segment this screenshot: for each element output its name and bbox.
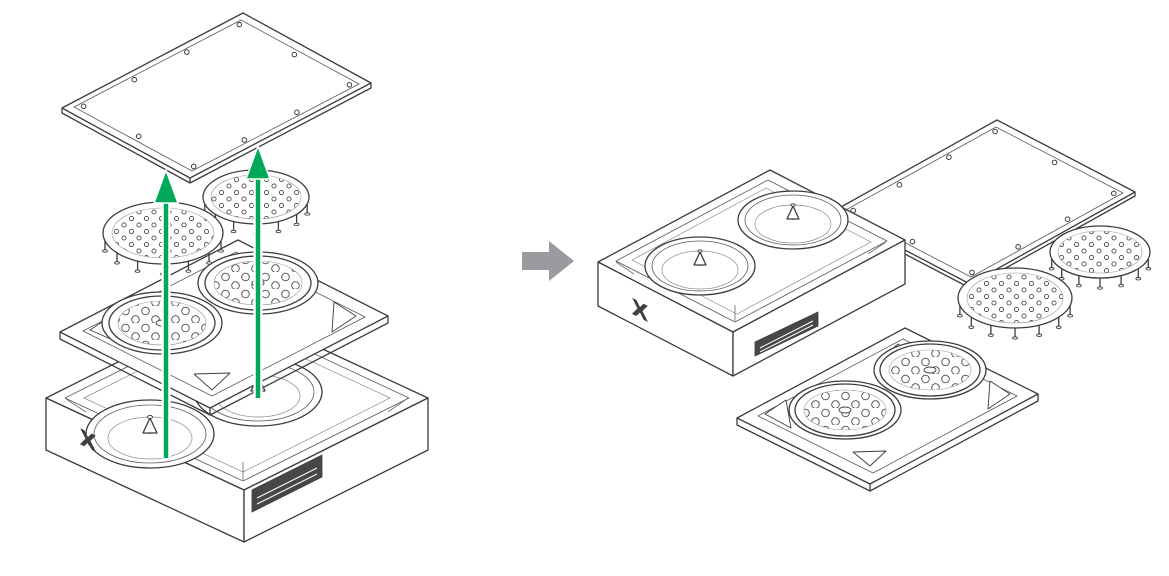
- cover-plate-inner-line: [843, 126, 1124, 278]
- basin-inner-rim-2: [631, 187, 872, 315]
- tray-inner-line: [757, 338, 1018, 474]
- assembly-arrow-front-icon: [152, 167, 180, 458]
- basin-inner-rim: [615, 179, 888, 323]
- brand-logo: X: [632, 293, 649, 328]
- cover-plate-face: [61, 12, 372, 179]
- perforated-disc-front: [957, 267, 1073, 340]
- shower-disc-rear: [873, 340, 987, 400]
- brand-logo: X: [80, 425, 97, 458]
- cover-plate-screw-holes: [80, 21, 353, 170]
- tray-edge: [59, 316, 389, 416]
- disc-tray-frame-result: [736, 327, 1039, 492]
- spindle-icon: [142, 417, 158, 434]
- base-basin-result: X: [597, 169, 906, 377]
- handle-slot: [754, 311, 819, 357]
- assembly-arrow-rear-icon: [244, 143, 272, 398]
- basin-ribs: [615, 241, 887, 321]
- spindle-icon: [786, 205, 800, 220]
- basin-well-rear: [737, 190, 849, 250]
- cover-plate-screw-holes: [850, 128, 1117, 276]
- exploded-view: X: [45, 12, 429, 543]
- shower-disc-front: [788, 380, 902, 440]
- spindle-icon: [693, 251, 707, 266]
- cover-plate-inner-line: [73, 19, 360, 172]
- basin-right-wall: [243, 397, 429, 543]
- top-cover-plate: [61, 12, 372, 184]
- basin-well-front: [644, 236, 756, 296]
- perforated-disc-rear: [1048, 225, 1152, 290]
- transition-arrow-icon: [522, 241, 574, 281]
- disc-pegs: [1048, 258, 1152, 290]
- basin-ribs: [65, 315, 409, 480]
- cover-plate-edge: [61, 83, 372, 184]
- tray-edge: [736, 394, 1039, 492]
- handle-slot: [251, 454, 323, 513]
- disassembled-view: X: [597, 119, 1152, 492]
- basin-well-front: [85, 399, 215, 469]
- disc-pegs: [957, 305, 1073, 340]
